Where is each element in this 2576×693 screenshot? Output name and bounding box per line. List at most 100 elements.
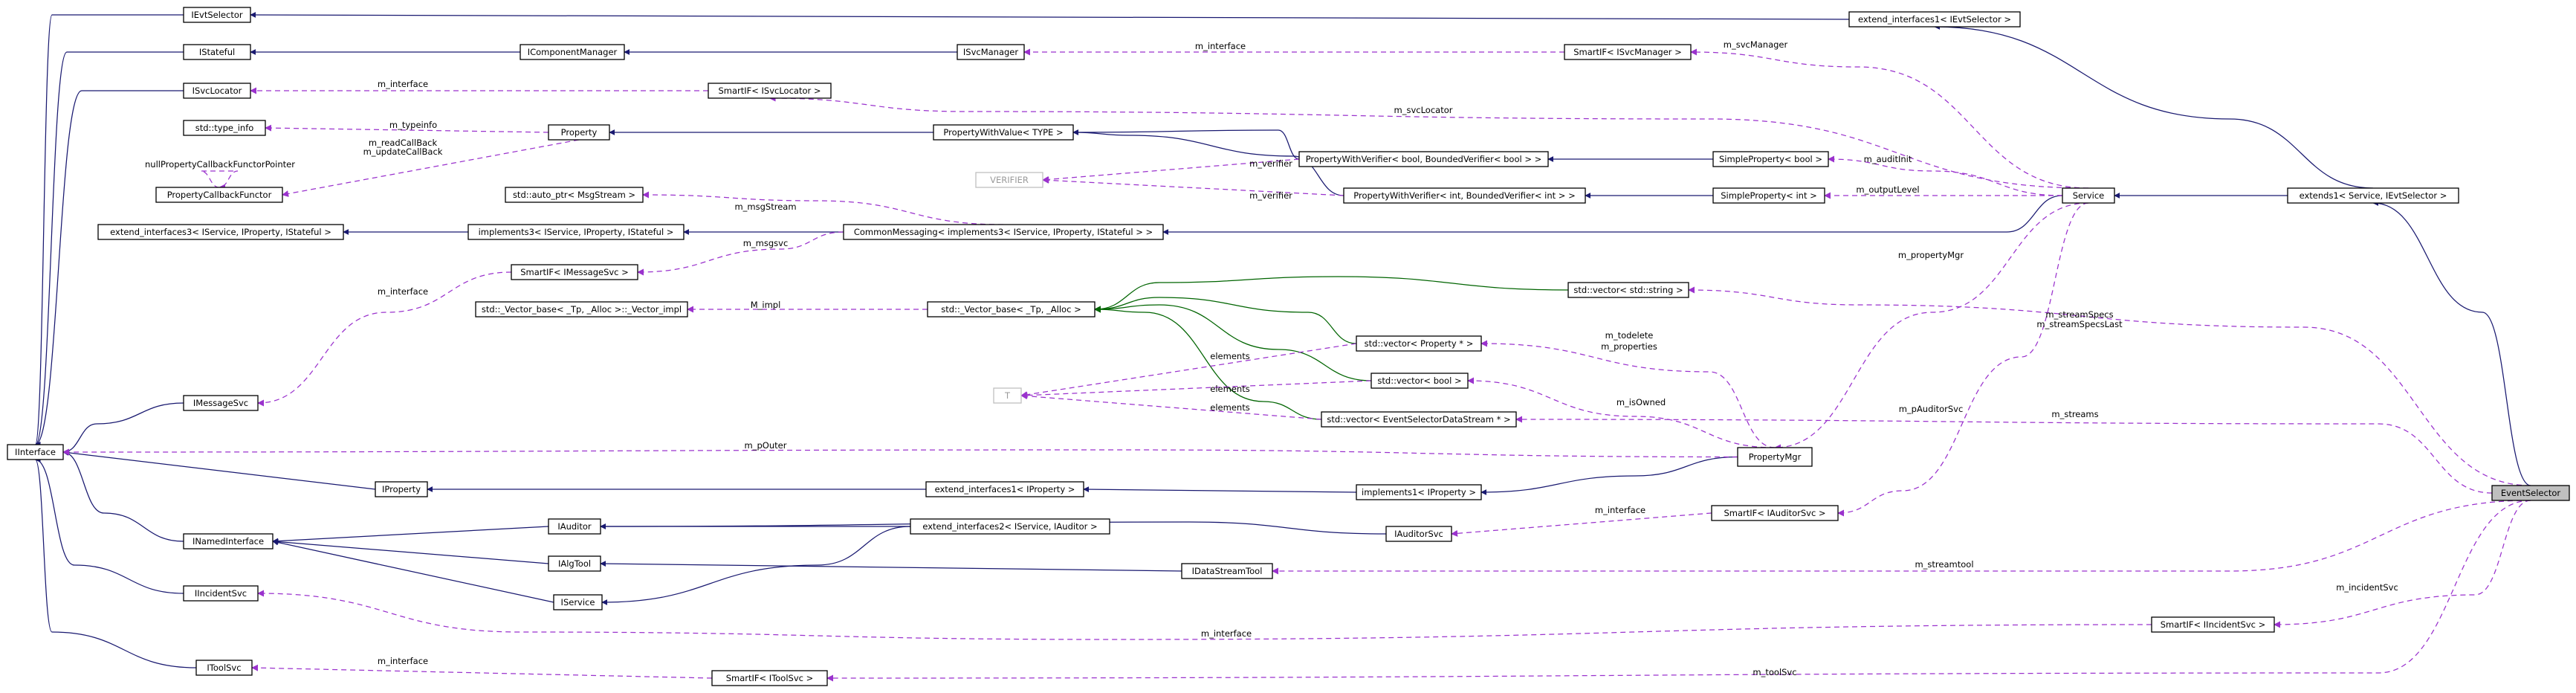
class-node-smartif-isvclocator[interactable]: SmartIF< ISvcLocator > — [708, 83, 832, 99]
class-node-t[interactable]: T — [993, 387, 1022, 404]
node-box — [183, 44, 251, 60]
inheritance-edge-4 — [62, 449, 184, 542]
class-node-idatastreamtool[interactable]: IDataStreamTool — [1181, 563, 1273, 579]
edge-label: m_typeinfo — [389, 120, 437, 130]
node-label: std::_Vector_base< _Tp, _Alloc >::_Vecto… — [482, 304, 682, 315]
class-node-itoolsvc[interactable]: IToolSvc — [195, 660, 253, 676]
node-box — [548, 555, 601, 572]
class-node-implements3[interactable]: implements3< IService, IProperty, IState… — [467, 224, 685, 240]
inheritance-edge-0 — [34, 14, 184, 448]
class-node-extend-interfaces1-iproperty[interactable]: extend_interfaces1< IProperty > — [925, 481, 1084, 497]
class-node-inamedinterface[interactable]: INamedInterface — [183, 533, 274, 549]
node-label: IProperty — [382, 484, 421, 494]
class-node-imessagesvc[interactable]: IMessageSvc — [183, 395, 259, 411]
node-box — [957, 44, 1025, 60]
class-node-commonmessaging[interactable]: CommonMessaging< implements3< IService, … — [843, 224, 1164, 240]
class-node-vec-property[interactable]: std::vector< Property * > — [1356, 335, 1482, 352]
class-node-pwv-bool[interactable]: PropertyWithVerifier< bool, BoundedVerif… — [1298, 151, 1549, 167]
class-node-simpleproperty-int[interactable]: SimpleProperty< int > — [1712, 187, 1825, 204]
class-node-extend-interfaces1-ievtselector[interactable]: extend_interfaces1< IEvtSelector > — [1848, 11, 2021, 28]
edge-label: m_properties — [1601, 341, 1657, 352]
class-node-extends1[interactable]: extends1< Service, IEvtSelector > — [2287, 187, 2459, 204]
node-label: CommonMessaging< implements3< IService, … — [854, 227, 1153, 237]
class-node-isvclocator[interactable]: ISvcLocator — [183, 83, 251, 99]
usage-edge-43 — [1828, 155, 2063, 196]
inheritance-edge-20 — [250, 12, 1850, 20]
class-node-simpleproperty-bool[interactable]: SimpleProperty< bool > — [1712, 151, 1829, 167]
class-node-smartif-imessagesvc[interactable]: SmartIF< IMessageSvc > — [511, 264, 638, 280]
class-node-vec-evtsel[interactable]: std::vector< EventSelectorDataStream * > — [1321, 411, 1517, 428]
inheritance-edge-30 — [600, 561, 1182, 572]
edge-label: M_impl — [751, 300, 781, 310]
usage-edge-63 — [2274, 500, 2531, 628]
class-node-iauditor[interactable]: IAuditor — [548, 518, 601, 535]
node-box — [475, 301, 688, 318]
inheritance-edge-25 — [272, 526, 549, 544]
node-label: SimpleProperty< bool > — [1719, 154, 1822, 164]
edge-label: m_interface — [1595, 505, 1645, 515]
class-node-iinterface[interactable]: IInterface — [7, 444, 64, 460]
class-node-vector-impl[interactable]: std::_Vector_base< _Tp, _Alloc >::_Vecto… — [475, 301, 688, 318]
node-box — [1298, 151, 1549, 167]
node-label: SmartIF< IAuditorSvc > — [1724, 508, 1825, 518]
class-node-vec-string[interactable]: std::vector< std::string > — [1567, 282, 1689, 298]
class-node-smartif-isvcmanager[interactable]: SmartIF< ISvcManager > — [1564, 44, 1692, 60]
node-label: IAuditor — [557, 521, 592, 532]
edge-label: m_verifier — [1249, 158, 1292, 169]
class-node-smartif-iincidentsvc[interactable]: SmartIF< IIncidentSvc > — [2151, 616, 2275, 633]
class-node-eventselector[interactable]: EventSelector — [2491, 485, 2570, 501]
node-box — [1737, 447, 1813, 467]
edge-label: m_msgStream — [734, 202, 796, 212]
class-node-std-auto-ptr[interactable]: std::auto_ptr< MsgStream > — [505, 187, 644, 203]
node-label: std::vector< bool > — [1377, 375, 1461, 386]
node-label: PropertyWithVerifier< bool, BoundedVerif… — [1306, 154, 1542, 164]
class-node-propertymgr[interactable]: PropertyMgr — [1737, 447, 1813, 467]
class-node-verifier[interactable]: VERIFIER — [975, 172, 1043, 188]
class-node-property[interactable]: Property — [548, 124, 610, 141]
class-node-service[interactable]: Service — [2062, 187, 2115, 204]
edge-label: m_readCallBack — [369, 138, 438, 148]
node-box — [467, 224, 685, 240]
inheritance-edge-19 — [1934, 24, 2374, 189]
class-node-isvcmanager[interactable]: ISvcManager — [957, 44, 1025, 60]
class-node-vector-base[interactable]: std::_Vector_base< _Tp, _Alloc > — [927, 301, 1096, 318]
edge-label: m_propertyMgr — [1898, 250, 1964, 260]
usage-edge-50 — [1774, 202, 2089, 451]
node-label: PropertyWithValue< TYPE > — [943, 127, 1063, 138]
class-node-iservice[interactable]: IService — [553, 594, 603, 610]
edge-label: elements — [1210, 351, 1249, 361]
class-node-iproperty[interactable]: IProperty — [375, 481, 428, 497]
class-node-smartif-itoolsvc[interactable]: SmartIF< IToolSvc > — [711, 670, 828, 686]
class-node-std-type-info[interactable]: std::type_info — [183, 120, 266, 136]
node-box — [183, 7, 251, 23]
class-node-extend-interfaces2[interactable]: extend_interfaces2< IService, IAuditor > — [910, 518, 1110, 535]
node-label: IToolSvc — [207, 663, 241, 673]
node-box — [1181, 563, 1273, 579]
usage-edge-47 — [642, 191, 1004, 225]
class-node-ialgtool[interactable]: IAlgTool — [548, 555, 601, 572]
node-label: extend_interfaces1< IEvtSelector > — [1858, 14, 2011, 25]
class-node-vec-bool[interactable]: std::vector< bool > — [1370, 373, 1469, 389]
class-node-implements1-iproperty[interactable]: implements1< IProperty > — [1356, 484, 1482, 500]
node-box — [910, 518, 1110, 535]
class-node-istateful[interactable]: IStateful — [183, 44, 251, 60]
edge-label: m_incidentSvc — [2336, 582, 2398, 593]
node-box — [2151, 616, 2275, 633]
class-node-icomponentmanager[interactable]: IComponentManager — [520, 44, 625, 60]
usage-edge-52 — [1688, 286, 2531, 486]
usage-edge-57 — [1467, 377, 1776, 448]
class-node-propertywithvalue[interactable]: PropertyWithValue< TYPE > — [933, 124, 1074, 141]
node-label: extend_interfaces2< IService, IAuditor > — [922, 521, 1097, 532]
node-label: IComponentManager — [528, 47, 618, 57]
class-node-iincidentsvc[interactable]: IIncidentSvc — [183, 585, 259, 602]
class-node-smartif-iauditorsvc[interactable]: SmartIF< IAuditorSvc > — [1711, 505, 1839, 521]
node-box — [708, 83, 832, 99]
class-node-pwv-int[interactable]: PropertyWithVerifier< int, BoundedVerifi… — [1343, 187, 1586, 204]
class-node-ievtselector[interactable]: IEvtSelector — [183, 7, 251, 23]
class-node-iauditorsvc[interactable]: IAuditorSvc — [1385, 526, 1452, 542]
nodes-layer: IEvtSelectorIStatefulISvcLocatorstd::typ… — [7, 7, 2570, 686]
class-node-extend-interfaces3[interactable]: extend_interfaces3< IService, IProperty,… — [97, 224, 344, 240]
node-label: SmartIF< ISvcLocator > — [718, 86, 821, 96]
class-node-propertycallbackfunctor[interactable]: PropertyCallbackFunctor — [155, 187, 283, 203]
